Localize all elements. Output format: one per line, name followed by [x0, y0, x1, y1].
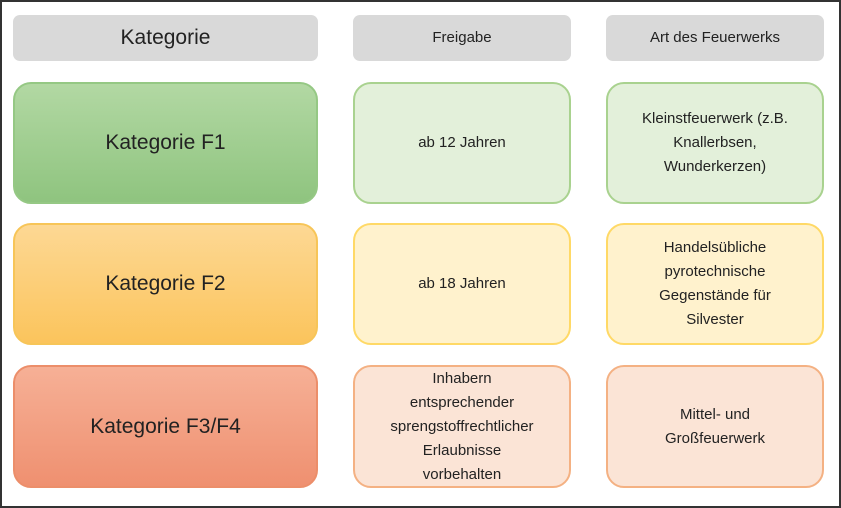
header-category: Kategorie	[13, 15, 318, 61]
text-line: Inhabern	[432, 369, 492, 387]
text-line: Knallerbsen,	[673, 134, 757, 151]
text-line: ab 18 Jahren	[418, 275, 506, 292]
category-f3-f4: Kategorie F3/F4	[13, 365, 318, 488]
type-f1: Kleinstfeuerwerk (z.B. Knallerbsen, Wund…	[606, 82, 824, 204]
text-line: Silvester	[686, 311, 744, 328]
header-release: Freigabe	[353, 15, 571, 61]
type-f3-f4: Mittel- und Großfeuerwerk	[606, 365, 824, 488]
text-line: Mittel- und	[679, 405, 751, 423]
text-line: Wunderkerzen)	[663, 158, 767, 175]
release-f2: ab 18 Jahren	[353, 223, 571, 345]
category-f2: Kategorie F2	[13, 223, 318, 345]
text-line: entsprechender	[409, 393, 515, 411]
text-line: Kleinstfeuerwerk (z.B.	[642, 110, 788, 127]
text-line: ab 12 Jahren	[418, 134, 506, 151]
text-line: Erlaubnisse	[422, 441, 502, 459]
release-f3-f4: Inhabern entsprechender sprengstoffrecht…	[353, 365, 571, 488]
release-f1: ab 12 Jahren	[353, 82, 571, 204]
text-line: Gegenstände für	[659, 287, 771, 304]
text-line: Handelsübliche	[663, 239, 767, 256]
text-line: sprengstoffrechtlicher	[390, 417, 534, 435]
text-line: pyrotechnische	[664, 263, 766, 280]
text-line: Großfeuerwerk	[664, 429, 766, 447]
text-line: vorbehalten	[422, 465, 502, 483]
type-f2: Handelsübliche pyrotechnische Gegenständ…	[606, 223, 824, 345]
category-f1: Kategorie F1	[13, 82, 318, 204]
header-firework-type: Art des Feuerwerks	[606, 15, 824, 61]
